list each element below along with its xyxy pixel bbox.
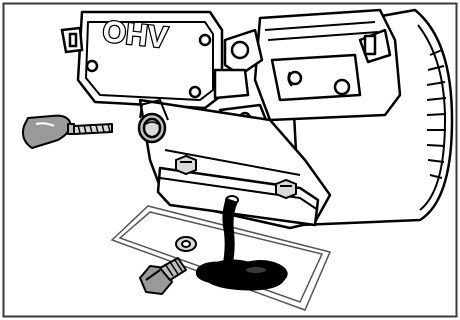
oil-stream [222, 198, 238, 268]
engine-label: OHV [101, 15, 169, 55]
vent-slots [426, 49, 447, 179]
valve-cover [76, 10, 224, 110]
oil-fill-port [137, 112, 167, 144]
left-fitting [60, 26, 84, 54]
drain-washer [175, 236, 197, 252]
oil-fill-dipstick [22, 114, 113, 149]
base-plate [156, 166, 320, 227]
oil-fill-neck [139, 98, 169, 121]
oil-puddle [195, 259, 288, 291]
base-bolt-right [275, 178, 297, 200]
drain-plug-bolt [139, 257, 187, 295]
base-bolt-left [175, 154, 197, 176]
engine-block [253, 8, 402, 122]
